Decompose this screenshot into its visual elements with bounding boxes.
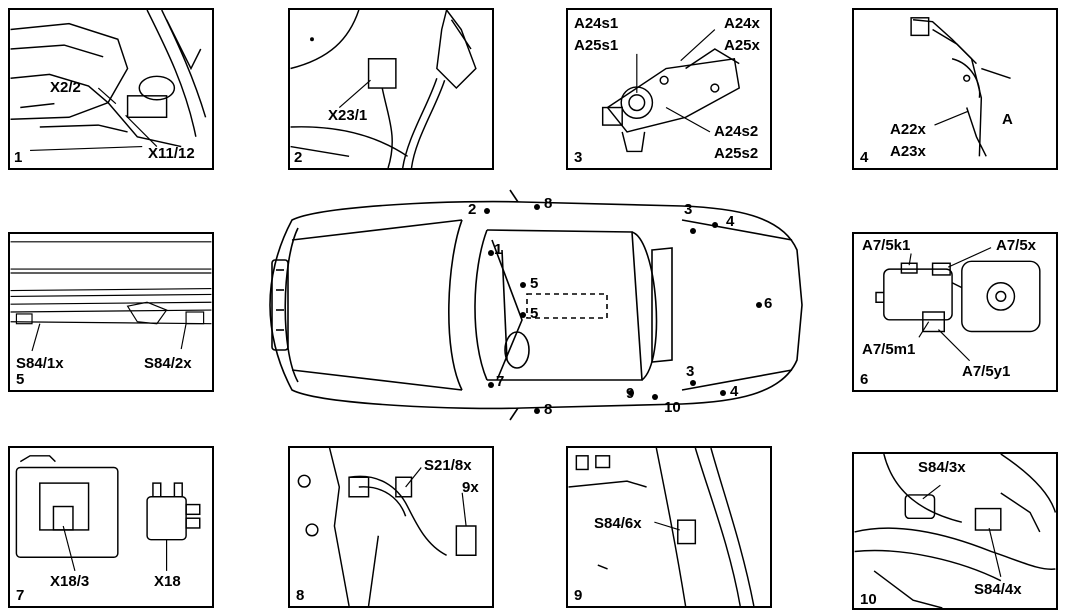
label-a7-5y1: A7/5y1 <box>962 363 1011 380</box>
label-a24s1: A24s1 <box>574 15 619 32</box>
car-callout-5-lower: 5 <box>530 305 539 322</box>
car-callout-7: 7 <box>496 373 505 390</box>
label-a25s2: A25s2 <box>714 145 759 162</box>
panel-8-number: 8 <box>296 587 305 604</box>
car-callout-3-top: 3 <box>684 201 693 218</box>
label-a24x: A24x <box>724 15 760 32</box>
panel-8: S21/8x 9x 8 <box>288 446 494 608</box>
panel-5-number: 5 <box>16 371 25 388</box>
panel-2: X23/1 2 <box>288 8 494 170</box>
car-callout-9: 9 <box>626 385 635 402</box>
label-s84-1x: S84/1x <box>16 355 64 372</box>
panel-1-number: 1 <box>14 149 23 166</box>
car-callout-8-bottom: 8 <box>544 401 553 418</box>
car-callout-2: 2 <box>468 201 477 218</box>
label-a25x: A25x <box>724 37 760 54</box>
panel-9-illustration <box>568 448 755 606</box>
label-a24s2: A24s2 <box>714 123 759 140</box>
panel-6-illustration <box>875 247 1041 362</box>
panel-5: S84/1x S84/2x 5 <box>8 232 214 392</box>
panel-2-illustration <box>290 10 477 168</box>
label-a25s1: A25s1 <box>574 37 619 54</box>
label-a7-5m1: A7/5m1 <box>862 341 916 358</box>
panel-9: S84/6x 9 <box>566 446 772 608</box>
label-x2-2: X2/2 <box>50 79 81 96</box>
panel-9-number: 9 <box>574 587 583 604</box>
callout-dot <box>520 312 526 318</box>
panel-5-illustration <box>10 241 212 352</box>
panel-7-illustration <box>15 455 201 572</box>
panel-6-number: 6 <box>860 371 869 388</box>
label-x11-12: X11/12 <box>148 145 195 162</box>
callout-dot <box>690 380 696 386</box>
panel-10-number: 10 <box>860 591 877 608</box>
panel-4-number: 4 <box>860 149 869 166</box>
callout-dot <box>690 228 696 234</box>
car-callout-8-top: 8 <box>544 195 553 212</box>
panel-4: A22x A23x A 4 <box>852 8 1058 170</box>
label-a: A <box>1002 111 1013 128</box>
label-s84-2x: S84/2x <box>144 355 192 372</box>
label-s84-4x: S84/4x <box>974 581 1022 598</box>
car-callout-5-upper: 5 <box>530 275 539 292</box>
panel-10-illustration <box>854 454 1056 608</box>
callout-dot <box>488 250 494 256</box>
label-a23x: A23x <box>890 143 926 160</box>
label-x18-3: X18/3 <box>50 573 90 590</box>
callout-dot <box>534 408 540 414</box>
label-x18: X18 <box>154 573 181 590</box>
callout-dot <box>520 282 526 288</box>
label-9x: 9x <box>462 479 479 496</box>
panel-3-illustration <box>601 29 741 153</box>
panel-3-number: 3 <box>574 149 583 166</box>
car-callout-6: 6 <box>764 295 773 312</box>
panel-2-number: 2 <box>294 149 303 166</box>
panel-6: A7/5k1 A7/5x A7/5m1 A7/5y1 6 <box>852 232 1058 392</box>
label-a22x: A22x <box>890 121 926 138</box>
callout-dot <box>720 390 726 396</box>
label-a7-5x: A7/5x <box>996 237 1037 254</box>
car-callout-3-bottom: 3 <box>686 363 695 380</box>
panel-4-illustration <box>910 17 1011 157</box>
panel-7-number: 7 <box>16 587 25 604</box>
panel-8-illustration <box>297 448 477 606</box>
callout-dot <box>712 222 718 228</box>
panel-7: X18/3 X18 7 <box>8 446 214 608</box>
panel-1-illustration <box>10 10 207 152</box>
label-x23-1: X23/1 <box>328 107 368 124</box>
car-callout-4-top: 4 <box>726 213 735 230</box>
callout-dot <box>488 382 494 388</box>
car-callout-10: 10 <box>664 399 681 416</box>
panel-3: A24s1 A25s1 A24x A25x A24s2 A25s2 3 <box>566 8 772 170</box>
callout-dot <box>652 394 658 400</box>
label-s84-6x: S84/6x <box>594 515 642 532</box>
callout-dot <box>628 390 634 396</box>
panel-10: S84/3x S84/4x 10 <box>852 452 1058 610</box>
callout-dot <box>534 204 540 210</box>
panel-1: X2/2 X11/12 1 <box>8 8 214 170</box>
label-a7-5k1: A7/5k1 <box>862 237 911 254</box>
car-outline <box>269 189 803 421</box>
label-s84-3x: S84/3x <box>918 459 966 476</box>
callout-dot <box>484 208 490 214</box>
callout-dot <box>756 302 762 308</box>
car-callout-4-bottom: 4 <box>730 383 739 400</box>
car-overview: 1 2 3 3 4 4 5 5 6 7 8 8 9 10 <box>262 180 812 430</box>
car-callout-1: 1 <box>494 241 503 258</box>
label-s21-8x: S21/8x <box>424 457 472 474</box>
